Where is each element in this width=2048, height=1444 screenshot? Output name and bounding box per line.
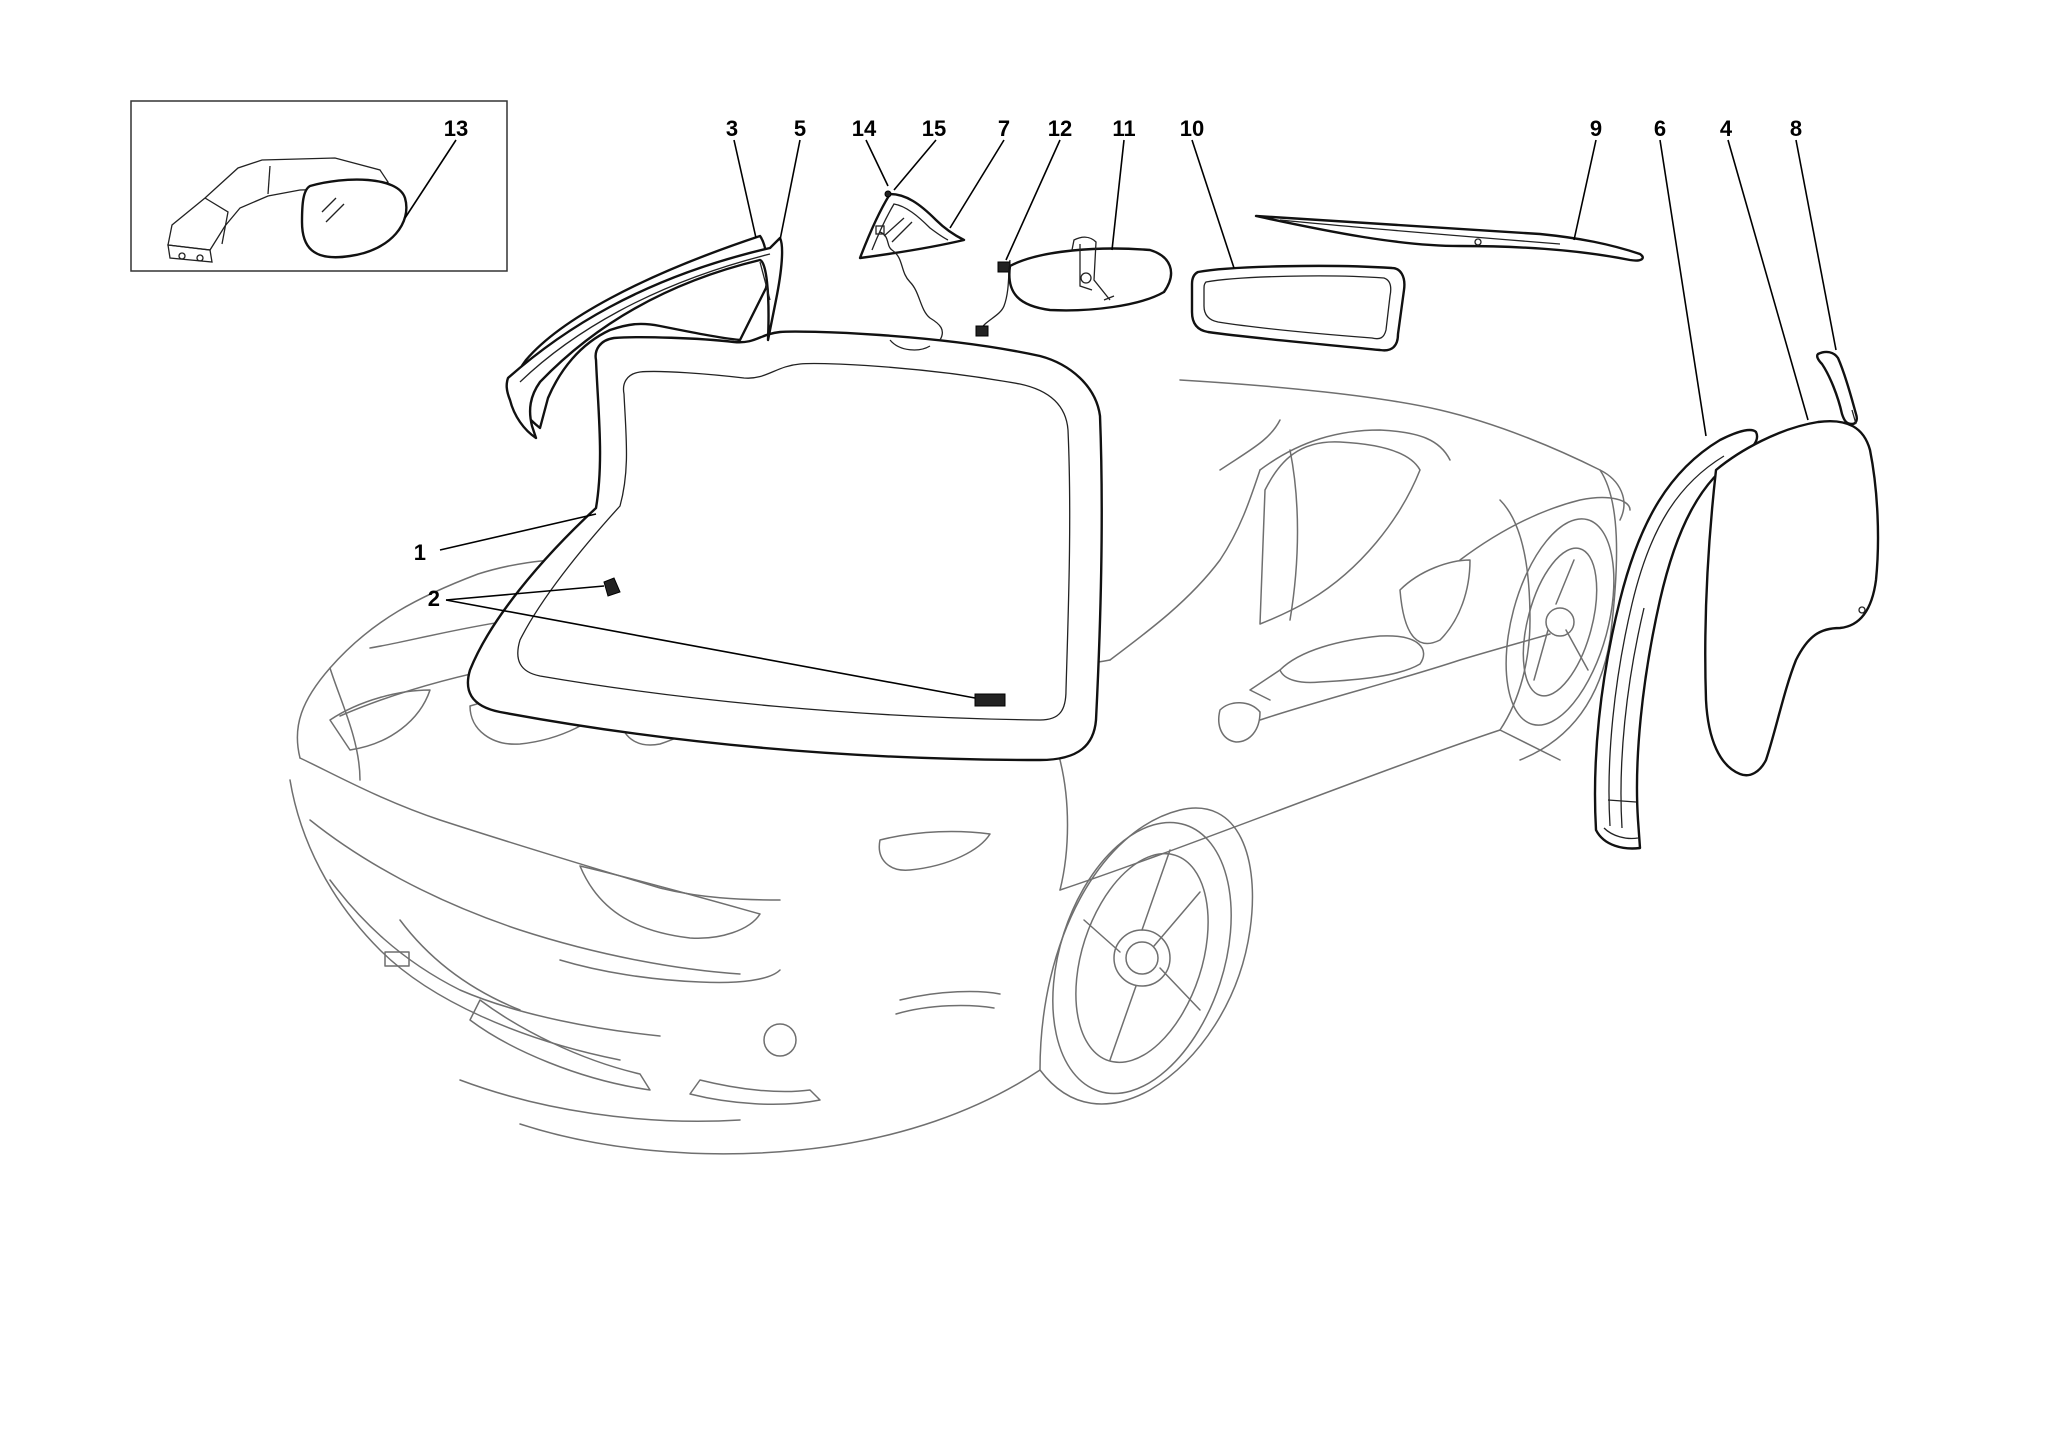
roof-trim-strip xyxy=(1254,214,1644,262)
callout-numbers: 1 2 3 4 5 6 7 8 9 10 11 12 13 14 15 xyxy=(414,116,1802,611)
mirror-glass xyxy=(300,178,408,259)
callout-12: 12 xyxy=(1048,116,1072,141)
callout-13: 13 xyxy=(444,116,468,141)
windshield-clip-right xyxy=(974,693,1006,707)
callout-14: 14 xyxy=(852,116,877,141)
callout-10: 10 xyxy=(1180,116,1204,141)
right-door-glass xyxy=(1704,419,1880,777)
quarter-glass xyxy=(858,192,966,260)
callout-6: 6 xyxy=(1654,116,1666,141)
mirror-housing xyxy=(167,157,389,263)
callout-4: 4 xyxy=(1720,116,1733,141)
screw xyxy=(884,190,892,198)
left-window-seal xyxy=(505,236,784,440)
callout-11: 11 xyxy=(1112,116,1135,141)
callout-5: 5 xyxy=(794,116,806,141)
callout-1: 1 xyxy=(414,540,426,565)
callout-9: 9 xyxy=(1590,116,1602,141)
callout-3: 3 xyxy=(726,116,738,141)
callout-8: 8 xyxy=(1790,116,1802,141)
windshield xyxy=(466,330,1103,762)
rear-window-glass xyxy=(1190,264,1406,352)
rearview-mirror xyxy=(1008,236,1173,312)
leader-lines xyxy=(404,139,1837,699)
callout-7: 7 xyxy=(998,116,1010,141)
callout-15: 15 xyxy=(922,116,946,141)
small-rear-trim xyxy=(1816,350,1858,426)
callout-2: 2 xyxy=(428,586,440,611)
windshield-clip-left xyxy=(603,577,621,597)
mirror-inset xyxy=(130,100,508,272)
